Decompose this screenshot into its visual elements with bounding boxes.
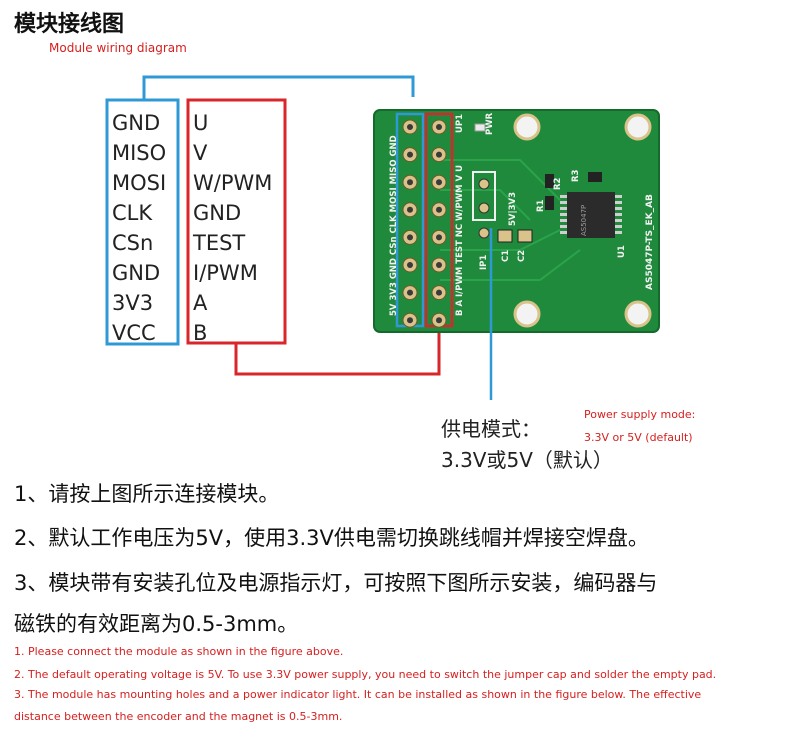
note-3: 3、模块带有安装孔位及电源指示灯，可按照下图所示安装，编码器与 [14,571,658,595]
chip-text: AS5047P [580,205,588,236]
header-pin-hole [407,179,413,186]
left-pin-label: MOSI [112,171,167,195]
supply-mode-title-en: Power supply mode: [584,408,696,421]
header-pin-hole [407,206,413,213]
resistor-r3 [588,172,602,182]
power-led [474,123,486,132]
resistor-r2 [545,174,554,188]
chip-leg [560,225,567,228]
chip-leg [560,213,567,216]
capacitor-c1 [497,229,513,243]
encoder-board: 5V 3V3 GND CSn CLK MOSI MISO GND B A I/P… [373,109,660,333]
board-left-pin-labels: 5V 3V3 GND CSn CLK MOSI MISO GND [389,135,399,316]
left-pin-label: CSn [112,231,154,255]
capacitor-c2 [517,229,533,243]
mounting-hole [513,300,541,328]
header-pin-hole [436,262,442,268]
diagram-title: 模块接线图 [14,12,125,37]
blue-wire [142,75,415,100]
header-pin-hole [436,151,442,158]
label-r1: R1 [536,199,546,212]
left-pin-label: GND [112,261,161,285]
left-pin-label: GND [112,111,161,135]
label-c1: C1 [501,250,511,262]
label-pwr: PWR [485,112,495,135]
left-pin-label: CLK [112,201,153,225]
resistor-r1 [545,196,554,210]
chip-leg [615,195,622,198]
jumper-pad [478,178,490,190]
board-model: AS5047P-TS_EK_AB [645,194,655,290]
note-3-en-continued: distance between the encoder and the mag… [14,710,343,723]
chip-leg [560,207,567,210]
left-pin-label: VCC [112,321,156,345]
note-1-en: 1. Please connect the module as shown in… [14,645,344,658]
chip-leg [560,195,567,198]
label-c2: C2 [517,250,527,262]
header-pin-hole [436,124,442,130]
board-right-pin-labels: B A I/PWM TEST NC W/PWM V U [455,165,465,316]
supply-mode-value: 3.3V或5V（默认） [441,448,613,472]
note-3-en: 3. The module has mounting holes and a p… [14,688,702,701]
label-r2: R2 [553,177,563,190]
chip-leg [615,207,622,210]
supply-mode-value-en: 3.3V or 5V (default) [584,431,693,444]
label-r3: R3 [571,169,581,182]
chip-leg [615,201,622,204]
right-pin-label: A [193,291,208,315]
label-up1: UP1 [455,114,465,133]
header-pin-hole [407,151,413,158]
header-pin-hole [407,289,413,296]
header-pin-hole [436,179,442,186]
wiring-diagram: 5V 3V3 GND CSn CLK MOSI MISO GND B A I/P… [105,75,660,400]
label-u1: U1 [617,245,627,258]
label-jumper: 5V|3V3 [508,192,518,226]
jumper-pad [478,227,490,239]
note-2-en: 2. The default operating voltage is 5V. … [14,668,717,681]
mounting-hole [513,113,541,141]
right-pin-label: GND [193,201,242,225]
right-pin-label: I/PWM [193,261,258,285]
note-1: 1、请按上图所示连接模块。 [14,482,280,506]
note-2: 2、默认工作电压为5V，使用3.3V供电需切换跳线帽并焊接空焊盘。 [14,526,649,550]
jumper-pad [478,202,490,214]
header-pin-hole [436,289,442,296]
encoder-chip [567,192,615,238]
right-pin-label: V [193,141,208,165]
left-pin-label: MISO [112,141,167,165]
mounting-hole [624,113,652,141]
header-pin-hole [436,234,442,241]
header-pin-hole [407,262,413,268]
right-pin-label: B [193,321,208,345]
chip-leg [615,219,622,222]
note-3-continued: 磁铁的有效距离为0.5-3mm。 [14,612,299,636]
header-pin-hole [407,124,413,130]
blue-pin-box [105,98,180,346]
chip-leg [560,219,567,222]
red-wire [234,326,441,376]
supply-mode-title: 供电模式： [441,417,541,441]
header-pin-hole [407,317,413,324]
header-pin-hole [436,317,442,324]
right-pin-label: W/PWM [193,171,273,195]
left-pin-label: 3V3 [112,291,154,315]
chip-leg [560,231,567,234]
label-ip1: IP1 [479,255,489,270]
chip-leg [615,231,622,234]
right-pin-label: U [193,111,209,135]
red-pin-box [186,98,287,345]
header-pin-hole [407,234,413,241]
chip-leg [560,201,567,204]
diagram-title-en: Module wiring diagram [49,41,187,55]
right-pin-label: TEST [193,231,246,255]
mounting-hole [624,300,652,328]
header-pin-hole [436,206,442,213]
chip-leg [615,225,622,228]
chip-leg [615,213,622,216]
